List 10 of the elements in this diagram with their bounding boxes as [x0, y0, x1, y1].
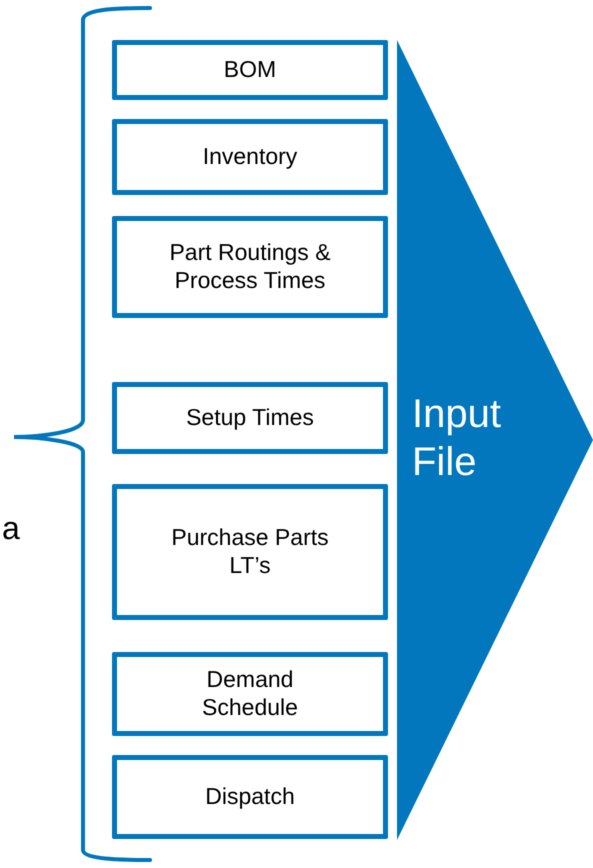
input-box: Demand Schedule [112, 652, 388, 736]
input-box: Inventory [112, 119, 388, 195]
input-box: BOM [112, 40, 388, 100]
input-box: Part Routings & Process Times [112, 216, 388, 318]
arrow-shape [395, 40, 593, 840]
arrow-label: Input File [412, 391, 502, 486]
text-fragment: a [2, 512, 20, 544]
input-box: Purchase Parts LT’s [112, 484, 388, 620]
input-box: Setup Times [112, 382, 388, 454]
input-box: Dispatch [112, 755, 388, 839]
